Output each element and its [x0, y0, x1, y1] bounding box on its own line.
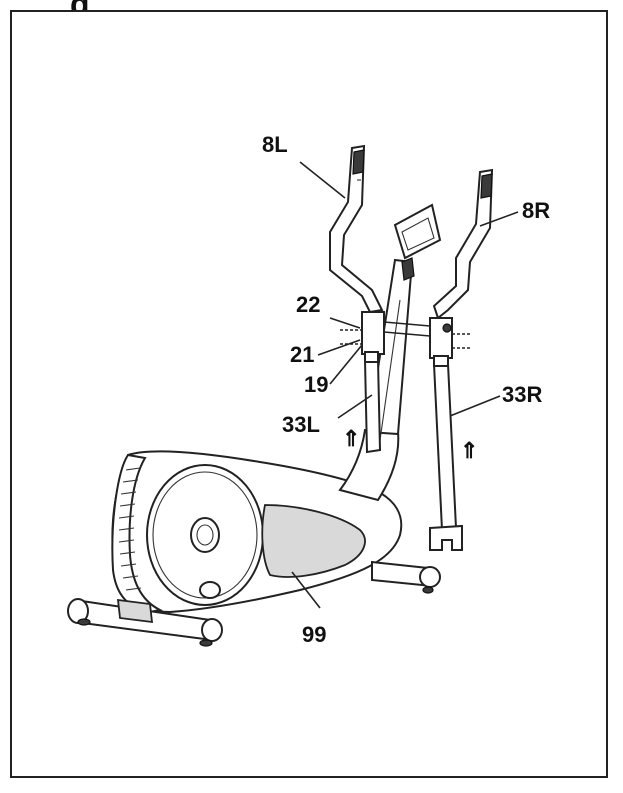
diagram-frame	[10, 10, 608, 778]
callout-22: 22	[296, 292, 320, 317]
insert-arrow-left-icon: ⇑	[342, 426, 360, 451]
lower-arm-33L	[363, 351, 382, 454]
callout-33L: 33L	[282, 412, 320, 437]
insert-arrow-right-icon: ⇑	[460, 438, 478, 463]
callout-21: 21	[290, 342, 314, 367]
handlebar-8R	[432, 168, 494, 320]
callout-33R: 33R	[502, 382, 542, 407]
pivot-hardware	[340, 311, 470, 359]
callout-19: 19	[304, 372, 328, 397]
leader-lines	[291, 161, 519, 609]
callout-8R: 8R	[522, 198, 550, 223]
main-frame-99	[111, 203, 442, 614]
handlebar-8L	[329, 144, 384, 314]
rear-stabilizer	[371, 560, 441, 594]
callout-8L: 8L	[262, 132, 288, 157]
callout-99: 99	[302, 622, 326, 647]
front-stabilizer	[67, 598, 223, 647]
lower-arm-33R	[429, 355, 463, 551]
